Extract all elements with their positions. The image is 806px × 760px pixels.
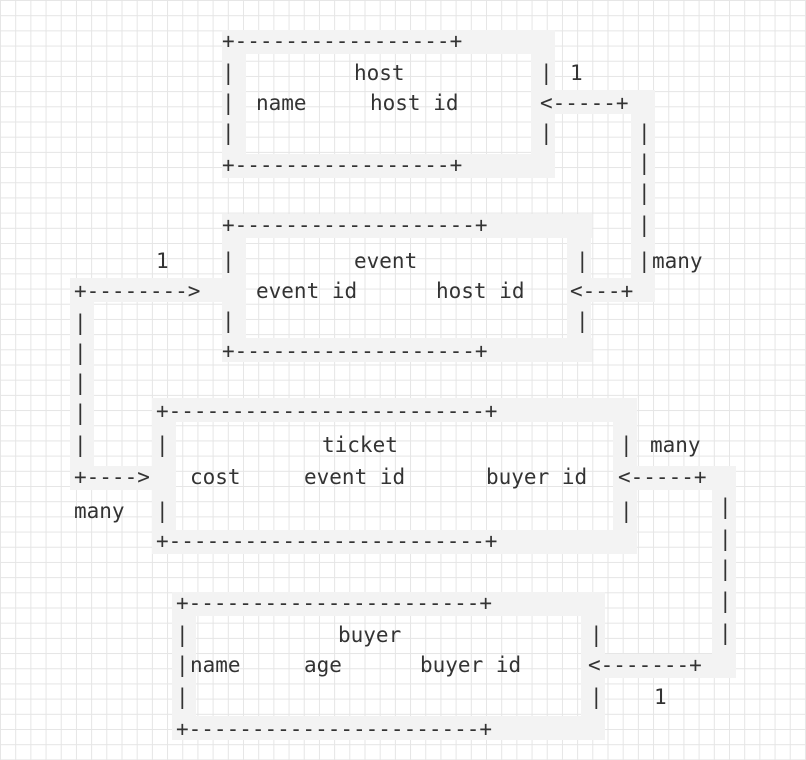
connector-line: | [638, 151, 651, 176]
event-ticket-arrow: +--------> [74, 279, 200, 303]
event-field-event-id: event id [256, 279, 357, 303]
connector-line: | [719, 495, 732, 520]
ticket-buyer-arrow: <-----+ [618, 465, 707, 489]
connector-line: | [74, 433, 87, 458]
host-table-title: host [354, 61, 405, 85]
event-ticket-relation: 1 | | | | | +----> many [74, 249, 169, 523]
ticket-box-right-border: | [620, 433, 633, 458]
host-event-relation: 1 | | | | | many [570, 61, 703, 274]
buyer-box-left-border: | [176, 653, 189, 678]
host-field-name: name [256, 91, 307, 115]
ticket-table-title: ticket [322, 433, 398, 457]
connector-line: | [719, 527, 732, 552]
ticket-field-buyer-id: buyer id [486, 465, 587, 489]
buyer-box-left-border: | [176, 685, 189, 710]
event-box-top-border: +-------------------+ [222, 213, 488, 237]
event-box-right-border: | [576, 309, 589, 334]
buyer-box-right-border: | [590, 623, 603, 648]
host-event-arrow: <-----+ [540, 91, 629, 115]
buyer-box-bottom-border: +-----------------------+ [176, 717, 492, 741]
host-event-one-label: 1 [570, 61, 583, 85]
buyer-field-age: age [304, 653, 342, 677]
ticket-field-event-id: event id [304, 465, 405, 489]
event-ticket-many-label: many [74, 499, 125, 523]
event-box-left-border: | [222, 309, 235, 334]
connector-line: | [719, 557, 732, 582]
buyer-ticket-arrow: <-------+ [588, 653, 702, 677]
connector-line: | [638, 121, 651, 146]
ticket-buyer-relation: many | | | | | 1 [650, 433, 732, 709]
host-box-top-border: +-----------------+ [222, 29, 462, 53]
host-table: +-----------------+ | | host | name host… [222, 29, 629, 177]
connector-line: | [638, 249, 651, 274]
ticket-box-right-border: | [620, 499, 633, 524]
connector-line: | [74, 311, 87, 336]
host-box-left-border: | [222, 61, 235, 86]
buyer-box-right-border: | [590, 685, 603, 710]
connector-line: | [638, 213, 651, 238]
host-box-right-border: | [540, 121, 553, 146]
buyer-field-buyer-id: buyer id [420, 653, 521, 677]
event-table-title: event [354, 249, 417, 273]
line-highlights [70, 30, 736, 740]
ticket-field-cost: cost [190, 465, 241, 489]
ticket-event-arrow: +----> [74, 465, 150, 489]
host-box-left-border: | [222, 121, 235, 146]
connector-line: | [719, 589, 732, 614]
ticket-box-top-border: +-------------------------+ [156, 399, 497, 423]
event-ticket-one-label: 1 [156, 249, 169, 273]
event-table: +-------------------+ | | event +-------… [74, 213, 633, 363]
host-box-right-border: | [540, 61, 553, 86]
event-host-arrow: <---+ [570, 279, 633, 303]
ticket-box-left-border: | [156, 433, 169, 458]
host-event-many-label: many [652, 249, 703, 273]
host-box-left-border: | [222, 91, 235, 116]
buyer-table-title: buyer [338, 623, 401, 647]
connector-line: | [74, 371, 87, 396]
event-box-bottom-border: +-------------------+ [222, 339, 488, 363]
connector-line: | [74, 401, 87, 426]
ticket-table: +-------------------------+ | | ticket c… [156, 399, 707, 553]
ticket-buyer-one-label: 1 [654, 685, 667, 709]
host-box-bottom-border: +-----------------+ [222, 153, 462, 177]
buyer-table: +-----------------------+ | | buyer | na… [176, 591, 702, 741]
buyer-box-left-border: | [176, 623, 189, 648]
event-box-right-border: | [576, 249, 589, 274]
ticket-buyer-many-label: many [650, 433, 701, 457]
buyer-field-name: name [190, 653, 241, 677]
event-box-left-border: | [222, 249, 235, 274]
ticket-box-left-border: | [156, 499, 169, 524]
event-field-host-id: host id [436, 279, 525, 303]
host-field-host-id: host id [370, 91, 459, 115]
buyer-box-top-border: +-----------------------+ [176, 591, 492, 615]
ticket-box-bottom-border: +-------------------------+ [156, 529, 497, 553]
connector-line: | [638, 181, 651, 206]
connector-line: | [74, 341, 87, 366]
connector-line: | [719, 621, 732, 646]
